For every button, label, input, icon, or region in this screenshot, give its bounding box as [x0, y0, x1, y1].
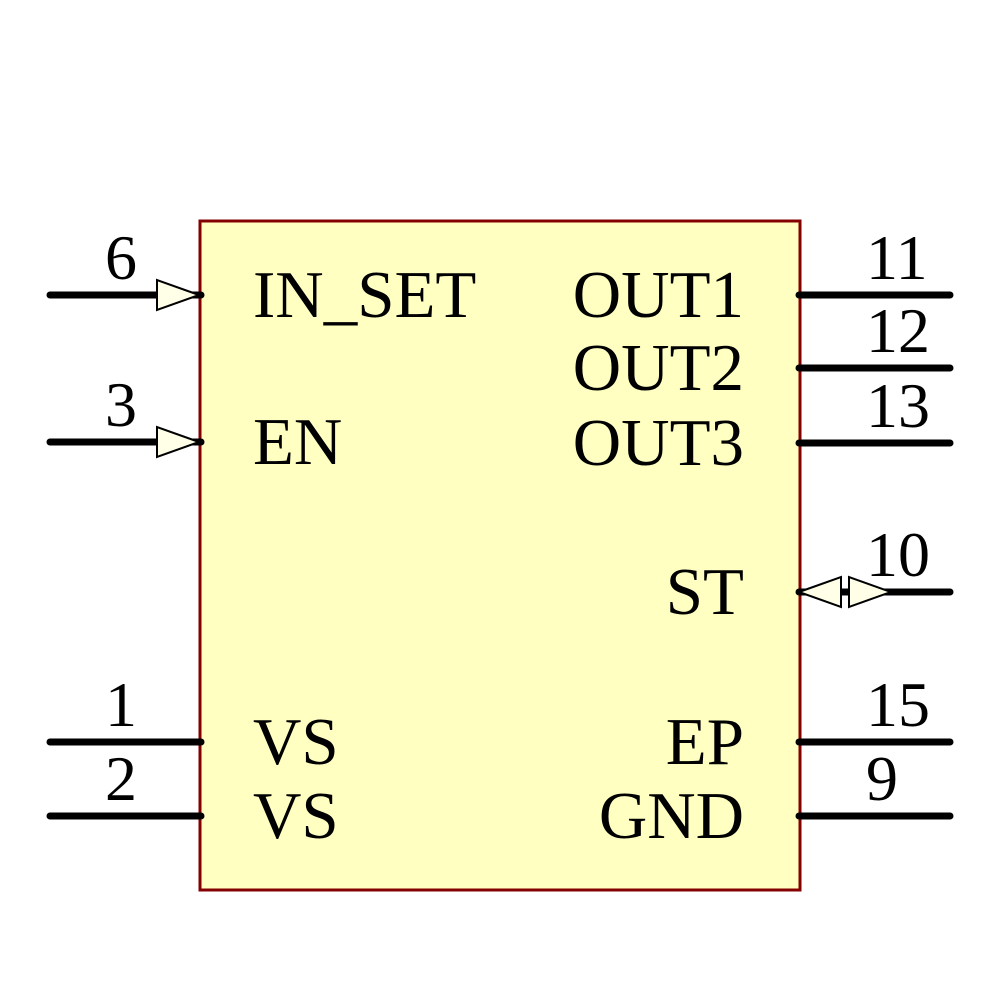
pin-number: 1 [105, 669, 137, 740]
pin-number: 12 [866, 295, 930, 366]
symbol-body [198, 219, 802, 892]
pin-label: EN [253, 405, 342, 479]
pin-number: 3 [105, 369, 137, 440]
pin-3: 3EN [46, 369, 342, 479]
pin-label: VS [253, 779, 339, 853]
pin-label: EP [666, 705, 744, 779]
pin-label: VS [253, 705, 339, 779]
pin-number: 11 [866, 222, 928, 293]
bidirectional-arrow-right-icon [848, 575, 894, 609]
pin-number: 15 [866, 669, 930, 740]
pin-label: OUT2 [573, 331, 744, 405]
pin-label: ST [666, 555, 744, 629]
pin-label: GND [599, 779, 744, 853]
pin-number: 9 [866, 743, 898, 814]
pin-1: 1VS [46, 669, 339, 779]
bidirectional-arrow-left-icon [796, 575, 842, 609]
input-arrow-icon [156, 425, 202, 459]
pin-label: IN_SET [253, 258, 476, 332]
pin-number: 2 [105, 743, 137, 814]
pin-6: 6IN_SET [46, 222, 476, 332]
input-arrow-icon [156, 278, 202, 312]
pin-number: 6 [105, 222, 137, 293]
pin-label: OUT1 [573, 258, 744, 332]
pin-2: 2VS [46, 743, 339, 853]
pin-number: 10 [866, 519, 930, 590]
pin-number: 13 [866, 370, 930, 441]
pin-label: OUT3 [573, 406, 744, 480]
